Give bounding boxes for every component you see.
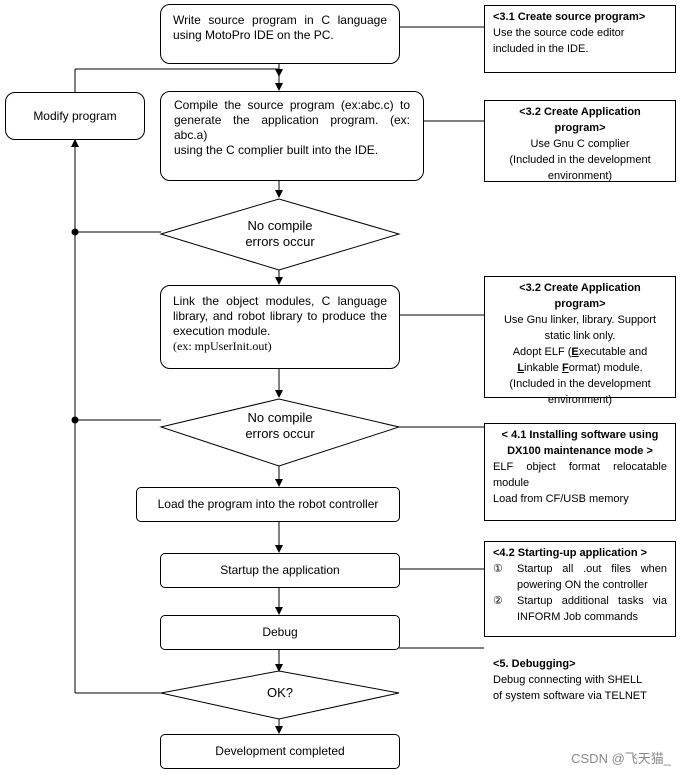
- note-2-line-1: Use Gnu C complier: [530, 138, 630, 150]
- note-5-title: <4.2 Starting-up application >: [493, 547, 648, 559]
- note-1-line-2: included in the IDE.: [493, 43, 589, 55]
- note-4-line-2: module: [493, 477, 530, 489]
- note-debugging: <5. Debugging> Debug connecting with SHE…: [484, 652, 676, 722]
- note-5-item-1-text: Startup all .out files when powering ON …: [517, 563, 667, 591]
- step-load-label: Load the program into the robot controll…: [157, 497, 379, 511]
- watermark: CSDN @飞天猫_: [571, 751, 671, 766]
- note-create-application-compile: <3.2 Create Application program> Use Gnu…: [484, 100, 676, 182]
- step-compile: Compile the source program (ex:abc.c) to…: [160, 91, 424, 181]
- modify-program-label: Modify program: [33, 108, 117, 123]
- step-write-line-2: using MotoPro IDE on the PC.: [173, 28, 334, 42]
- decision-1-line-1: No compile: [247, 218, 313, 233]
- note-3-tail-1: (Included in the development: [509, 378, 651, 390]
- step-compile-line-3: abc.a): [174, 128, 208, 142]
- step-link-line-1: Link the object modules, C language: [173, 294, 387, 308]
- note-6-title: <5. Debugging>: [493, 658, 576, 670]
- step-debug-label: Debug: [262, 625, 298, 639]
- note-3-line-2: static link only.: [544, 330, 616, 342]
- note-5-item-2-text: Startup additional tasks via INFORM Job …: [517, 595, 667, 623]
- note-2-title: <3.2 Create Application program>: [519, 106, 641, 134]
- note-3-tail-2: environment): [547, 394, 613, 406]
- note-4-title-1: < 4.1 Installing software using: [501, 429, 659, 441]
- decision-compile-check-2: No compile errors occur: [200, 410, 360, 442]
- step-compile-line-4: using the C complier built into the IDE.: [174, 143, 379, 157]
- decision-2-line-2: errors occur: [245, 426, 315, 441]
- note-4-line-3: Load from CF/USB memory: [493, 493, 629, 505]
- step-startup: Startup the application: [160, 553, 400, 588]
- note-4-line-1: ELF object format relocatable: [493, 461, 667, 473]
- note-5-item-1: ① Startup all .out files when powering O…: [493, 561, 667, 593]
- step-startup-label: Startup the application: [220, 563, 340, 577]
- step-link-line-4: (ex: mpUserInit.out): [173, 339, 272, 353]
- decision-compile-check-1: No compile errors occur: [200, 218, 360, 250]
- circled-two-icon: ②: [493, 595, 503, 607]
- step-link-line-3: execution module.: [173, 324, 271, 338]
- note-6-line-1: Debug connecting with SHELL: [493, 674, 643, 686]
- note-create-application-link: <3.2 Create Application program> Use Gnu…: [484, 276, 676, 406]
- step-link-line-2: library, and robot library to produce th…: [173, 309, 387, 323]
- note-3-title: <3.2 Create Application program>: [519, 282, 641, 310]
- note-3-line-1: Use Gnu linker, library. Support: [503, 314, 657, 326]
- decision-1-line-2: errors occur: [245, 234, 315, 249]
- note-1-line-1: Use the source code editor: [493, 27, 625, 39]
- circled-one-icon: ①: [493, 563, 503, 575]
- step-write-line-1: Write source program in C language: [173, 13, 387, 27]
- note-2-line-2: (Included in the development: [509, 154, 651, 166]
- decision-ok-label: OK?: [266, 685, 293, 700]
- note-create-source: <3.1 Create source program> Use the sour…: [484, 5, 676, 73]
- step-load: Load the program into the robot controll…: [136, 487, 400, 522]
- note-starting-up-application: <4.2 Starting-up application > ① Startup…: [484, 541, 676, 637]
- note-installing-software: < 4.1 Installing software using DX100 ma…: [484, 423, 676, 521]
- decision-ok: OK?: [230, 685, 330, 701]
- decision-2-line-1: No compile: [247, 410, 313, 425]
- note-3-elf-line-1: Adopt ELF (Executable and: [512, 346, 648, 358]
- step-link: Link the object modules, C language libr…: [160, 285, 400, 369]
- modify-program-box: Modify program: [5, 92, 145, 140]
- step-development-completed: Development completed: [160, 734, 400, 769]
- step-compile-line-2: generate the application program. (ex:: [174, 113, 410, 127]
- note-1-title: <3.1 Create source program>: [493, 11, 646, 23]
- note-2-line-3: environment): [547, 170, 613, 182]
- step-compile-line-1: Compile the source program (ex:abc.c) to: [174, 98, 410, 112]
- note-3-elf-line-2: Linkable Format) module.: [517, 362, 643, 374]
- step-write-source: Write source program in C language using…: [160, 4, 400, 64]
- step-debug: Debug: [160, 615, 400, 650]
- note-5-item-2: ② Startup additional tasks via INFORM Jo…: [493, 593, 667, 625]
- step-done-label: Development completed: [215, 744, 345, 758]
- note-6-line-2: of system software via TELNET: [493, 690, 647, 702]
- note-4-title-2: DX100 maintenance mode >: [507, 445, 653, 457]
